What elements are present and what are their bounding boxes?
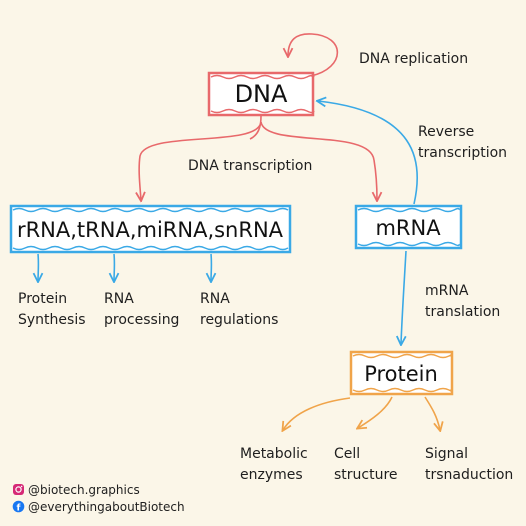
protein-role-arrow-2 (358, 396, 393, 428)
instagram-icon (13, 484, 24, 495)
rna-group-label: rRNA,tRNA,miRNA,snRNA (17, 218, 284, 242)
transcription-arrow-right (260, 121, 377, 200)
facebook-credit[interactable]: f @everythingaboutBiotech (12, 500, 185, 514)
reverse-transcription-line2: transcription (418, 145, 507, 161)
protein-label: Protein (364, 362, 438, 386)
replication-label: DNA replication (359, 51, 468, 67)
facebook-icon: f (12, 500, 25, 514)
mrna-label: mRNA (375, 216, 441, 240)
protein-role-2-line1: Cell (334, 446, 360, 462)
svg-text:f: f (17, 504, 21, 514)
rna-role-2-line2: processing (104, 312, 179, 328)
reverse-transcription-label: Reverse transcription (418, 124, 507, 161)
rna-role-1-line1: Protein (18, 291, 67, 307)
rna-role-3-line2: regulations (200, 312, 278, 328)
dna-label: DNA (235, 80, 288, 108)
protein-role-1: Metabolic enzymes (240, 446, 312, 483)
node-protein: Protein (349, 350, 454, 396)
protein-role-1-line2: enzymes (240, 467, 303, 483)
rna-role-3-line1: RNA (200, 291, 230, 307)
protein-role-3-line2: trsnaduction (425, 467, 513, 483)
transcription-stem (249, 115, 262, 140)
node-mrna: mRNA (354, 204, 463, 250)
protein-role-2: Cell structure (334, 446, 398, 483)
rna-role-2-line1: RNA (104, 291, 134, 307)
reverse-transcription-line1: Reverse (418, 124, 474, 140)
facebook-handle: @everythingaboutBiotech (28, 500, 185, 514)
protein-role-1-line1: Metabolic (240, 446, 308, 462)
transcription-label: DNA transcription (188, 158, 312, 174)
node-rna-group: rRNA,tRNA,miRNA,snRNA (9, 204, 292, 254)
rna-role-1: Protein Synthesis (18, 291, 86, 328)
rna-role-3: RNA regulations (200, 291, 278, 328)
transcription-arrow-left (139, 121, 262, 200)
protein-role-2-line2: structure (334, 467, 398, 483)
rna-role-2: RNA processing (104, 291, 179, 328)
protein-role-arrow-3 (424, 396, 440, 430)
instagram-credit[interactable]: @biotech.graphics (13, 483, 140, 497)
translation-line2: translation (425, 304, 500, 320)
protein-role-3-line1: Signal (425, 446, 468, 462)
replication-arrow (288, 33, 338, 77)
protein-role-3: Signal trsnaduction (425, 446, 513, 483)
protein-role-arrow-1 (283, 397, 351, 430)
rna-role-1-line2: Synthesis (18, 312, 86, 328)
reverse-transcription-arrow (318, 101, 419, 205)
translation-label: mRNA translation (425, 283, 500, 320)
instagram-handle: @biotech.graphics (28, 483, 140, 497)
node-dna: DNA (207, 71, 315, 117)
translation-line1: mRNA (425, 283, 469, 299)
translation-arrow (401, 250, 407, 344)
